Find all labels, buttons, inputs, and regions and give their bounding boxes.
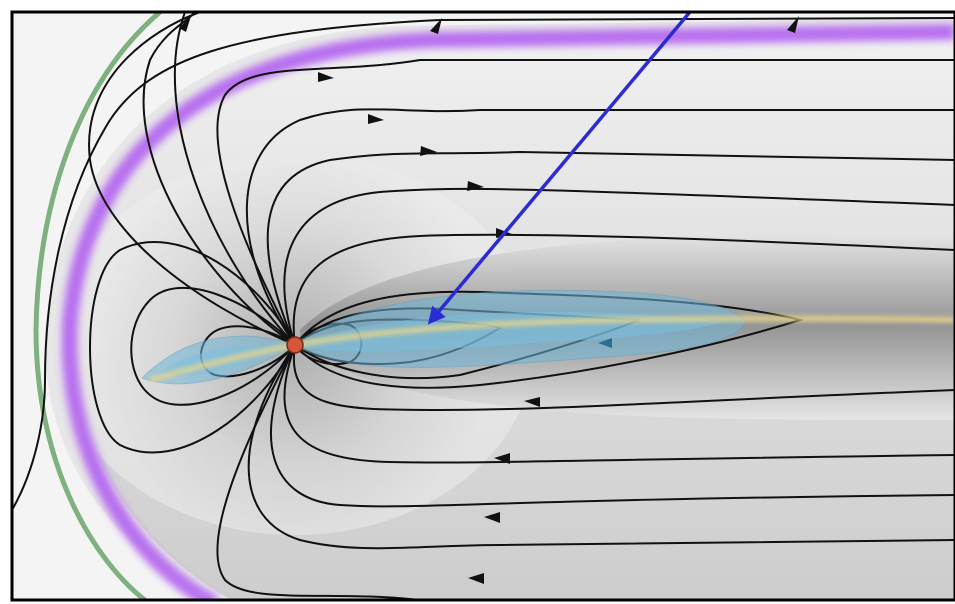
field-line-arrows [179, 16, 799, 584]
plasma-flow-arrow [598, 338, 612, 348]
bow-shock [33, 12, 162, 600]
plasma-sheet-inner [160, 311, 720, 376]
magnetopause [61, 24, 955, 600]
pointer-arrow [427, 12, 693, 325]
earth [286, 336, 304, 354]
frame [10, 10, 955, 602]
field-lines [12, 12, 955, 600]
neutral-sheet [149, 315, 955, 383]
